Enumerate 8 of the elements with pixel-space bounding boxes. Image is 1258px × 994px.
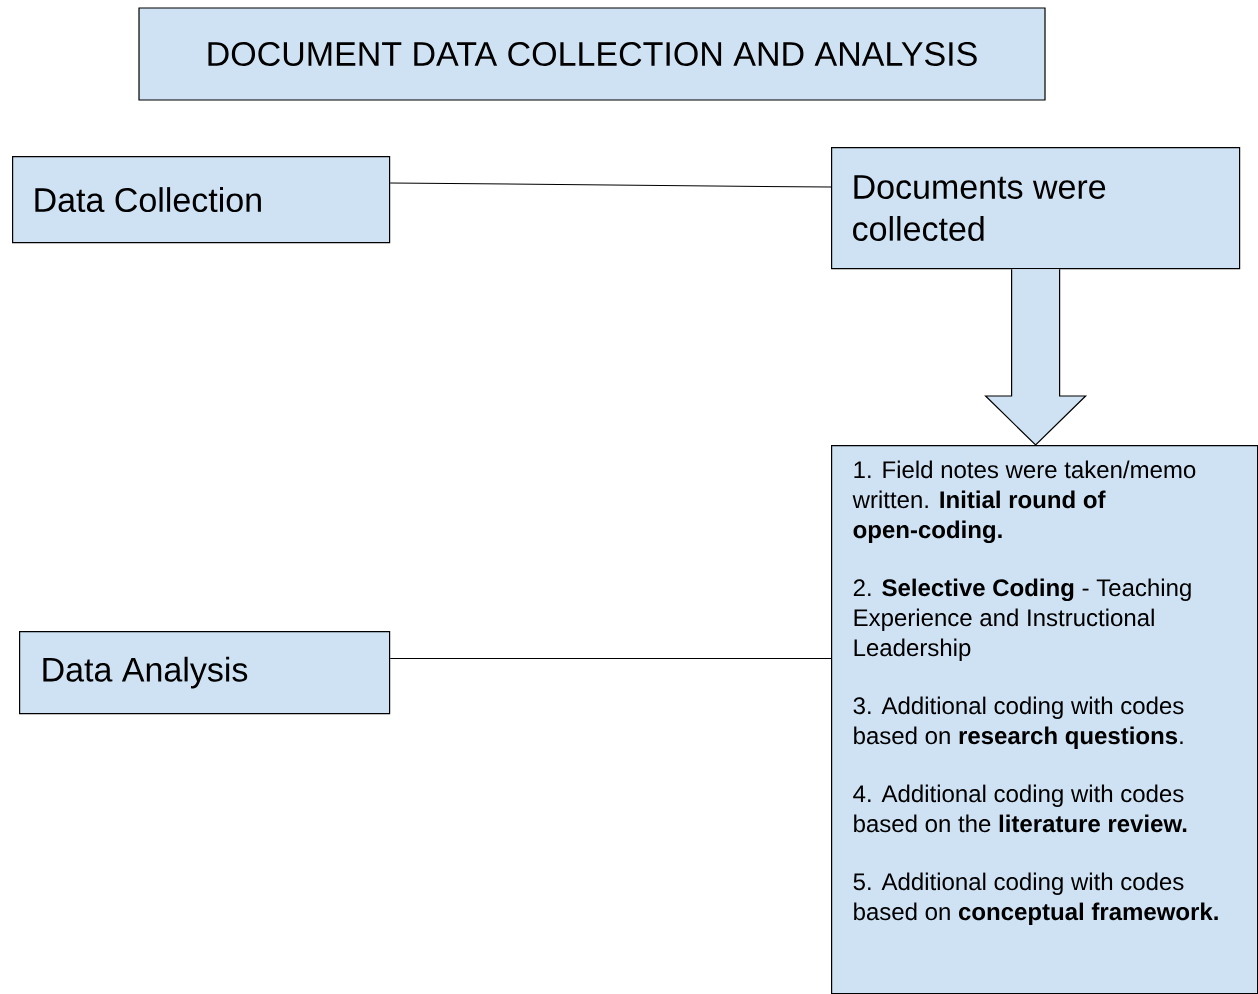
- block-arrow: [984, 268, 1088, 446]
- process-box: Documents were collected: [831, 147, 1241, 270]
- title-box: DOCUMENT DATA COLLECTION AND ANALYSIS: [138, 7, 1046, 101]
- process-box: Data Analysis: [19, 631, 391, 715]
- process-box: 1. Field notes were taken/memo written. Initial round of open-coding. 2. Selective Coding - Teaching Experience and Instructional Leadership 3. Additional coding with codes based on research questions. 4. Additional coding with codes based on the literature review. 5. Additional coding with codes based on conceptual framework.: [831, 445, 1258, 994]
- connector-line: [389, 658, 832, 660]
- process-box: Data Collection: [12, 156, 391, 244]
- connector-line: [389, 182, 832, 188]
